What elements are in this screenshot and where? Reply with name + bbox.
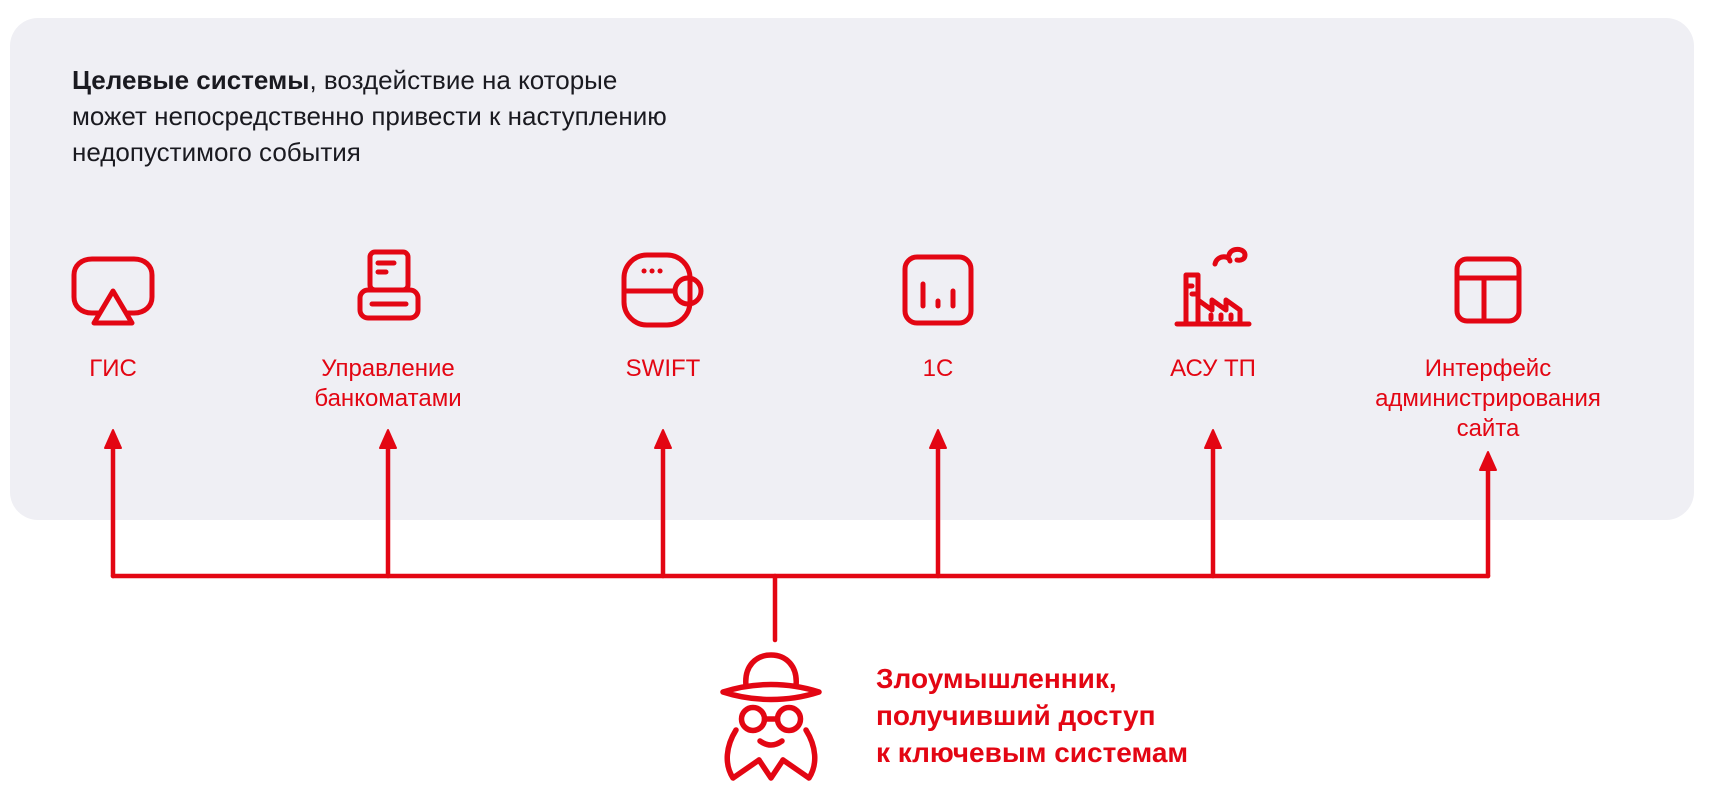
- system-label: SWIFT: [625, 355, 701, 382]
- system-label: ГИС: [89, 355, 137, 382]
- system-1c: 1С: [818, 244, 1058, 384]
- system-label: 1С: [922, 355, 954, 382]
- spy-icon: [706, 640, 836, 795]
- system-asu-tp: АСУ ТП: [1093, 244, 1333, 384]
- gis-screen-icon: [0, 244, 233, 340]
- system-gis: ГИС: [0, 244, 233, 384]
- system-atm: Управление банкоматами: [268, 244, 508, 414]
- system-site-admin: Интерфейс администрирования сайта: [1368, 244, 1608, 444]
- system-label: Интерфейс администрирования сайта: [1375, 355, 1601, 442]
- panel-title-bold: Целевые системы: [72, 65, 310, 95]
- chart-app-icon: [818, 244, 1058, 340]
- site-admin-icon: [1368, 244, 1608, 340]
- system-label: АСУ ТП: [1170, 355, 1256, 382]
- attacker-label: Злоумышленник, получивший доступ к ключе…: [876, 663, 1189, 768]
- factory-icon: [1093, 244, 1333, 340]
- atm-icon: [268, 244, 508, 340]
- system-label: Управление банкоматами: [314, 355, 462, 412]
- payment-terminal-icon: [543, 244, 783, 340]
- panel-title-rest: , воздействие на которые может непосредс…: [72, 65, 667, 167]
- system-swift: SWIFT: [543, 244, 783, 384]
- panel-title: Целевые системы, воздействие на которые …: [72, 62, 772, 170]
- target-systems-panel: Целевые системы, воздействие на которые …: [10, 18, 1694, 520]
